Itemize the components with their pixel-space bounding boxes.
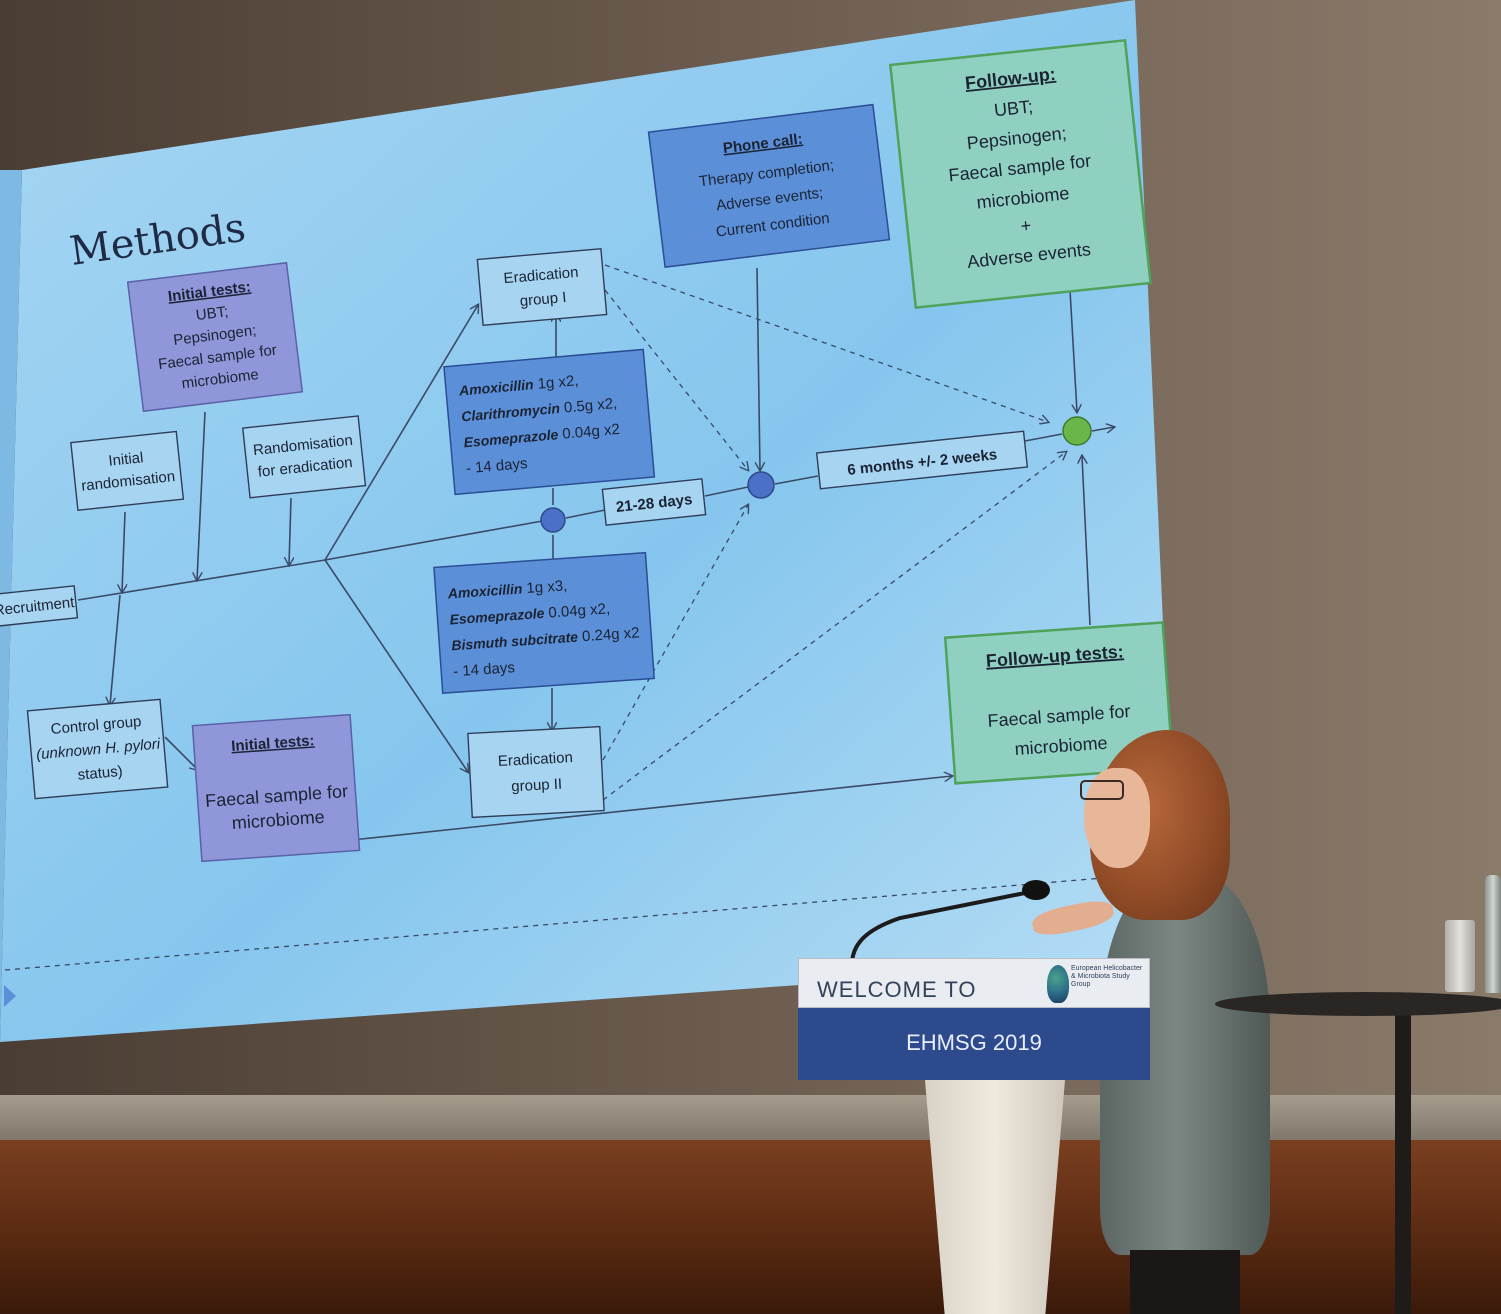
arrow-randomisation-eradication — [289, 497, 291, 565]
initial-tests-bottom-heading: Initial tests: — [231, 732, 315, 755]
phone-call-box: Phone call: Therapy completion; Adverse … — [647, 103, 891, 268]
presenter-glasses — [1080, 780, 1124, 800]
interval-2-box: 6 months +/- 2 weeks — [815, 430, 1029, 490]
dashed-flow-lines — [4, 264, 1116, 971]
microphone-head — [1022, 880, 1050, 900]
initial-tests-bottom-box: Initial tests: Faecal sample for microbi… — [191, 713, 361, 863]
slide-nav-marker — [4, 985, 16, 1007]
timeline-segment — [704, 486, 749, 497]
dashed-group1-to-phone — [604, 289, 748, 470]
water-glass — [1445, 920, 1475, 992]
eradication-group-2-line: Eradication — [497, 749, 573, 770]
podium-banner-band — [798, 1008, 1150, 1080]
initial-randomisation-box: Initial randomisation — [70, 430, 185, 512]
regimen-2-box: Amoxicillin 1g x3, Esomeprazole 0.04g x2… — [433, 551, 656, 694]
regimen-2-duration: - 14 days — [453, 659, 516, 680]
arrow-to-control-group — [110, 594, 121, 705]
podium-welcome-text: WELCOME TO — [817, 977, 977, 1002]
timepoint-node-2 — [747, 471, 775, 499]
timepoint-node-1 — [540, 507, 566, 533]
presenter-legs — [1130, 1250, 1240, 1314]
podium-logo-text: European Helicobacter & Microbiota Study… — [1071, 965, 1143, 988]
timeline-segment — [1024, 433, 1063, 442]
arrow-to-group-1 — [324, 305, 478, 561]
arrow-follow-up — [1069, 289, 1077, 412]
arrow-follow-up-tests — [1082, 456, 1091, 626]
arrow-initial-randomisation — [122, 511, 125, 592]
eradication-group-1-line: group I — [519, 289, 567, 310]
podium-banner-top: WELCOME TO European Helicobacter & Micro… — [798, 958, 1150, 1008]
side-table-post — [1395, 1015, 1411, 1314]
podium-event-name: EHMSG 2019 — [906, 1030, 1042, 1055]
regimen-2-line: Amoxicillin 1g x3, — [446, 577, 568, 602]
regimen-2-line: Bismuth subcitrate 0.24g x2 — [451, 624, 640, 654]
follow-up-line: + — [1020, 215, 1033, 236]
eradication-group-1-box: Eradication group I — [476, 247, 608, 327]
eradication-group-2-line: group II — [511, 776, 563, 796]
presenter-face — [1084, 768, 1150, 868]
follow-up-tests-box: Follow-up tests: Faecal sample for micro… — [943, 621, 1175, 785]
randomisation-eradication-box: Randomisation for eradication — [241, 415, 367, 499]
timeline-segment — [565, 509, 606, 519]
follow-up-line: UBT; — [993, 96, 1034, 120]
water-bottle — [1485, 875, 1501, 993]
initial-randomisation-line: Initial — [108, 449, 145, 470]
regimen-1-line: Amoxicillin 1g x2, — [457, 372, 579, 399]
recruitment-box: Recruitment — [0, 585, 79, 627]
ehmsg-logo-icon — [1047, 965, 1069, 1003]
regimen-1-duration: - 14 days — [465, 455, 528, 477]
arrow-phone-call — [757, 267, 760, 470]
flow-lines — [77, 267, 1114, 841]
podium-stand — [925, 1080, 1065, 1314]
arrow-initial-tests — [197, 411, 206, 580]
presenter-hand — [1030, 896, 1116, 940]
side-table-top — [1215, 992, 1501, 1016]
timeline-segment — [774, 475, 819, 485]
control-group-line: status) — [77, 763, 123, 784]
initial-tests-top-line: UBT; — [195, 303, 229, 324]
podium: WELCOME TO European Helicobacter & Micro… — [798, 958, 1150, 1086]
timepoint-node-final — [1062, 416, 1092, 446]
interval-1-box: 21-28 days — [601, 478, 707, 526]
control-group-box: Control group (unknown H. pylori status) — [26, 698, 169, 800]
eradication-group-1-line: Eradication — [503, 264, 579, 287]
arrow-control-to-tests — [164, 736, 198, 770]
dashed-group2-to-phone — [602, 505, 748, 761]
regimen-1-box: Amoxicillin 1g x2, Clarithromycin 0.5g x… — [443, 348, 656, 496]
initial-tests-top-box: Initial tests: UBT; Pepsinogen; Faecal s… — [126, 261, 304, 413]
timeline-segment — [324, 519, 549, 561]
regimen-2-line: Esomeprazole 0.04g x2, — [449, 600, 611, 628]
arrow-to-group-2 — [324, 559, 468, 772]
timeline-end-arrow — [1091, 427, 1114, 431]
eradication-group-2-box: Eradication group II — [467, 725, 605, 819]
dashed-group1-to-followup — [604, 264, 1048, 422]
follow-up-box: Follow-up: UBT; Pepsinogen; Faecal sampl… — [888, 38, 1152, 310]
arrow-control-to-followup — [351, 776, 952, 841]
dashed-group2-to-followup — [602, 452, 1066, 801]
